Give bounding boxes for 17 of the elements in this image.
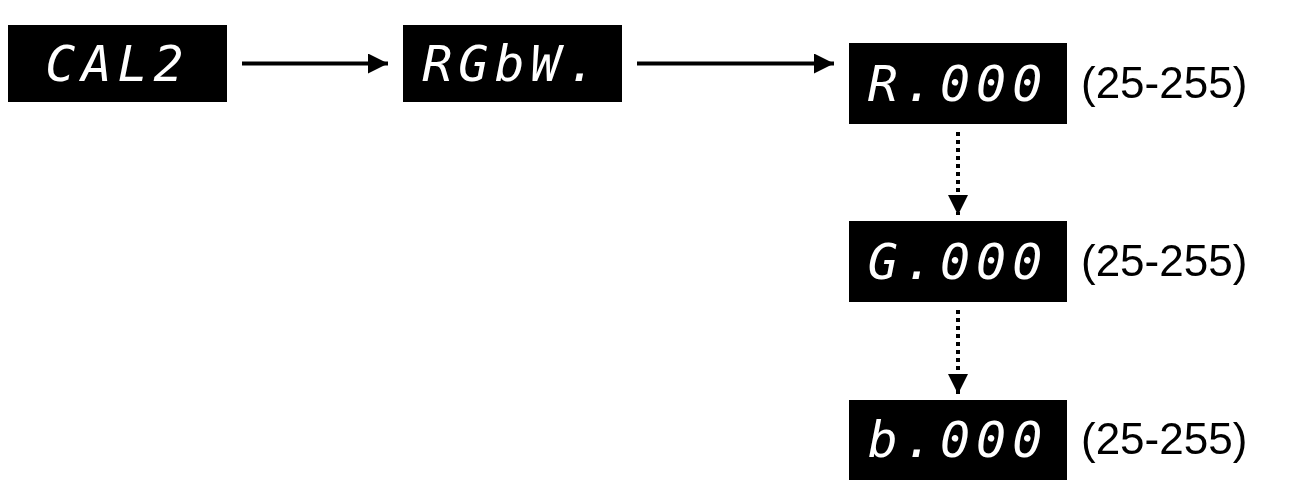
display-reading: RGbW.	[422, 34, 603, 93]
arrow	[948, 310, 968, 394]
display-panel	[8, 25, 227, 102]
range-text: (25-255)	[1081, 57, 1248, 108]
display-reading: CAL2	[45, 34, 190, 93]
arrow	[242, 53, 388, 74]
display-reading: G.000	[867, 232, 1049, 291]
arrow	[948, 132, 968, 215]
arrow	[637, 53, 834, 74]
display-panel	[849, 400, 1067, 480]
range-text: (25-255)	[1081, 414, 1248, 464]
display-panel	[403, 25, 622, 102]
display-panel	[849, 221, 1067, 302]
display-panel	[849, 43, 1067, 124]
range-text: (25-255)	[1081, 235, 1248, 286]
display-reading: b.000	[867, 411, 1049, 469]
display-reading: R.000	[867, 54, 1049, 113]
